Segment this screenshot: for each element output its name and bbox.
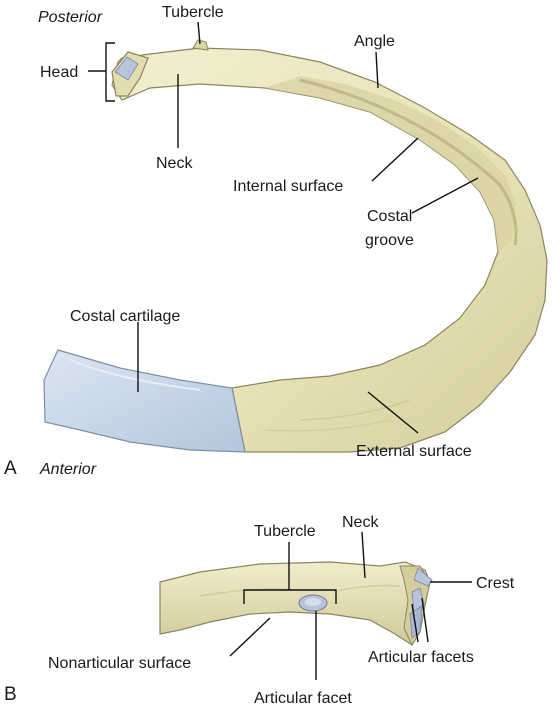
leader-facet-1	[411, 603, 419, 643]
head-bracket	[105, 42, 115, 102]
leader-internal-surface	[371, 137, 419, 182]
label-tubercle-a: Tubercle	[162, 4, 224, 21]
leader-facet-2	[421, 597, 429, 643]
rib-head-facet	[114, 56, 139, 81]
label-crest: Crest	[476, 575, 515, 592]
rib-panel-a	[43, 39, 548, 453]
rib-tubercle	[192, 39, 209, 51]
rib-end-body	[159, 561, 431, 646]
label-neck-a: Neck	[156, 155, 193, 172]
label-anterior: Anterior	[39, 461, 97, 478]
bone-texture	[264, 419, 391, 432]
leader-external-surface	[367, 391, 419, 434]
cartilage-highlight	[69, 359, 201, 391]
leader-nonarticular	[229, 617, 271, 657]
label-external-surface: External surface	[356, 443, 472, 460]
costal-cartilage	[43, 349, 246, 453]
label-internal-surface: Internal surface	[233, 178, 343, 195]
label-nonarticular-surface: Nonarticular surface	[48, 655, 191, 672]
label-neck-b: Neck	[342, 514, 379, 531]
leader-tubercle-a	[197, 21, 201, 45]
label-articular-facets: Articular facets	[368, 649, 474, 666]
bone-texture	[299, 399, 411, 421]
panel-letter-b: B	[4, 684, 17, 705]
panel-b-leaders	[229, 531, 472, 680]
leader-costal-groove	[411, 177, 479, 214]
facet-highlight	[305, 598, 321, 606]
label-posterior: Posterior	[38, 9, 103, 26]
head-facet-upper	[411, 587, 425, 613]
panel-letter-a: A	[4, 458, 17, 479]
rib-panel-b	[159, 561, 433, 647]
label-costal-cartilage: Costal cartilage	[70, 308, 180, 325]
label-costal-groove-2: groove	[365, 232, 414, 249]
label-tubercle-b: Tubercle	[254, 523, 316, 540]
label-head: Head	[40, 64, 78, 81]
tubercle-bracket	[243, 589, 337, 604]
bone-texture	[339, 584, 401, 591]
leader-angle	[375, 51, 379, 89]
label-angle: Angle	[354, 33, 395, 50]
costal-groove-line	[299, 78, 518, 246]
panel-a-leaders	[88, 21, 479, 434]
rib-crest	[413, 567, 433, 587]
leader-neck-b	[361, 531, 366, 579]
label-costal-groove-1: Costal	[367, 208, 412, 225]
label-articular-facet: Articular facet	[254, 690, 352, 707]
